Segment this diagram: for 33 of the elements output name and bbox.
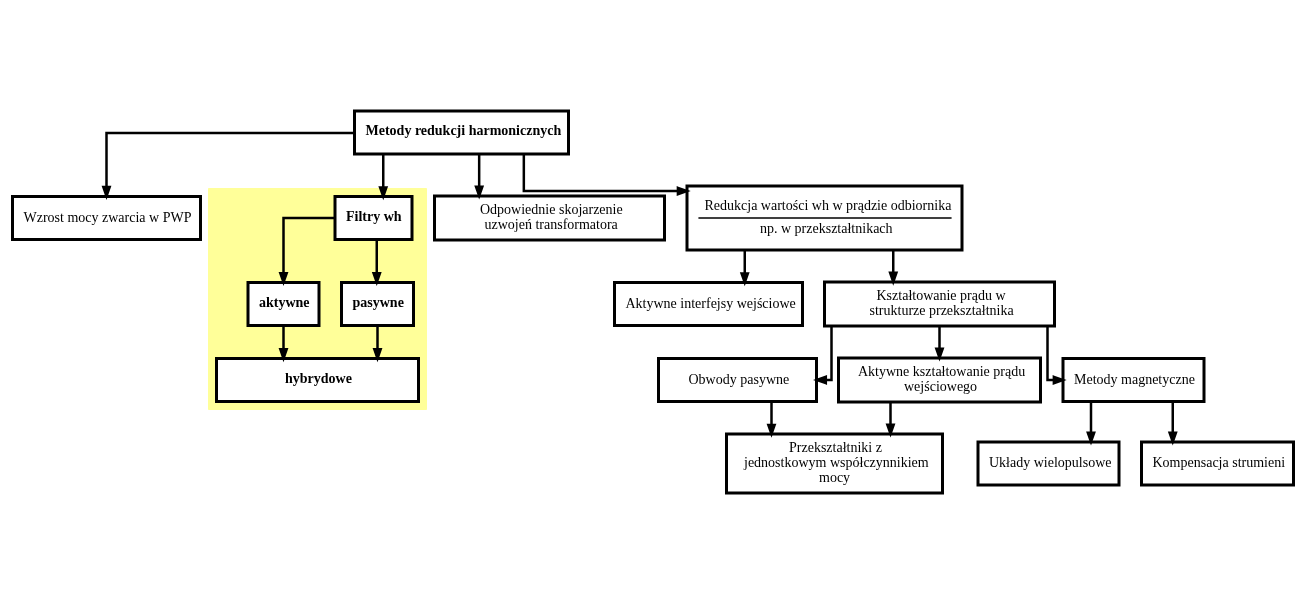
arrow [1046,325,1067,385]
node-box: Odpowiednie skojarzenie uzwojeń transformatora [433,194,666,241]
arrow [885,401,896,438]
arrow [278,325,289,362]
node-box: Aktywne kształtowanie prądu wejściowego [837,356,1042,403]
arrow [372,325,383,362]
node-box: aktywne [246,280,321,327]
node-box: Redukcja wartości wh w prądzie odbiornika np. w przekształtnikach [685,184,964,251]
arrow [101,131,354,200]
arrow [1086,401,1096,446]
arrow [522,153,691,196]
node-box: Kompensacja strumieni [1140,440,1295,486]
node-box: Przekształtniki z jednostkowym współczynnikiem mocy [725,432,944,494]
node-box: Metody redukcji harmonicznych [353,109,570,155]
node-box: Wzrost mocy zwarcia w PWP [11,194,202,241]
arrow [813,325,833,385]
node-box: Kształtowanie prądu w strukturze przekształtnika [823,280,1056,327]
arrow [766,401,777,438]
node-box: Filtry wh [333,194,414,241]
arrow [739,249,750,286]
node-box: hybrydowe [215,356,420,403]
node-box: Układy wielopulsowe [976,440,1121,486]
node-box: Metody magnetyczne [1061,356,1206,403]
node-box: Aktywne interfejsy wejściowe [613,280,804,327]
node-box: Obwody pasywne [657,356,818,403]
arrow [371,239,382,286]
arrow [888,249,899,286]
node-box: pasywne [340,280,415,327]
arrow [474,153,485,200]
arrow [378,153,389,200]
arrow [1167,401,1178,446]
arrow [278,216,335,286]
arrow [934,325,945,362]
